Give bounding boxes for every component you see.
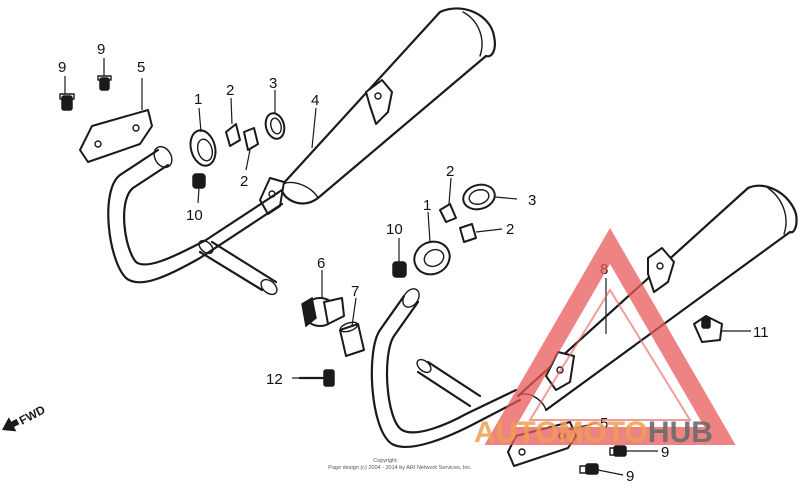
- upper-exhaust-pipe: [107, 145, 284, 296]
- callout-mid-collar-2b: 2: [506, 221, 514, 238]
- callout-mid-nut-10: 10: [386, 221, 403, 238]
- callout-top-joint-3: 3: [269, 75, 277, 92]
- callout-lines: [64, 58, 751, 476]
- upper-collar-2b: [243, 127, 259, 151]
- upper-heat-guard: [79, 109, 153, 163]
- upper-collar-2a: [225, 123, 241, 147]
- callout-top-heat-guard: 5: [137, 59, 145, 76]
- mid-collar-2a: [439, 203, 457, 223]
- copyright-line-1: Copyright: [373, 458, 397, 464]
- callout-top-collar-2a: 2: [226, 82, 234, 99]
- exhaust-band-6: [301, 296, 345, 328]
- mid-joint-3: [462, 183, 496, 211]
- callout-top-gasket-1: 1: [194, 91, 202, 108]
- lower-muffler: [516, 184, 798, 412]
- lower-exhaust-pipe: [370, 288, 522, 449]
- automotohub-watermark: AUTOMOTOHUB: [474, 228, 736, 449]
- fwd-indicator: FWD: [2, 402, 48, 432]
- callout-numbers: 9 9 5 1 2 2 3 4 10 2 3 1 2 10 6 7 8 12 1…: [58, 41, 769, 485]
- callout-mid-gasket-1: 1: [423, 197, 431, 214]
- copyright-line-2: Page design (c) 2004 - 2014 by ARI Netwo…: [328, 465, 472, 471]
- callout-top-left-bolt: 9: [58, 59, 66, 76]
- mid-gasket-1: [413, 240, 451, 276]
- callout-mid-joint-3: 3: [528, 192, 536, 209]
- watermark-text-automoto: AUTOMOTO: [474, 416, 648, 449]
- callout-gasket-7: 7: [351, 283, 359, 300]
- fwd-arrow-icon: [2, 417, 20, 432]
- callout-band-6: 6: [317, 255, 325, 272]
- upper-bolt-9a: [59, 93, 75, 111]
- bracket-11: [693, 315, 723, 343]
- upper-muffler: [259, 7, 496, 215]
- callout-bottom-heat-guard: 5: [600, 415, 608, 432]
- watermark-text-hub: HUB: [648, 416, 713, 449]
- fwd-label: FWD: [17, 402, 48, 427]
- mid-nut-10: [392, 261, 407, 278]
- callout-bottom-bolt-b: 9: [626, 468, 634, 485]
- callout-bolt-12: 12: [266, 371, 283, 388]
- upper-bolt-9b: [97, 75, 112, 91]
- callout-top-nut-10: 10: [186, 207, 203, 224]
- upper-gasket-1: [189, 129, 217, 167]
- callout-bottom-bolt-a: 9: [661, 444, 669, 461]
- callout-bracket-11: 11: [753, 324, 769, 341]
- callout-top-muffler-4: 4: [311, 92, 319, 109]
- upper-nut-10: [192, 173, 206, 189]
- bolt-12: [298, 369, 335, 387]
- upper-joint-3: [264, 112, 286, 140]
- lower-bolt-9b: [579, 463, 599, 475]
- callout-top-left-bolt-2: 9: [97, 41, 105, 58]
- callout-mid-collar-2a: 2: [446, 163, 454, 180]
- callout-top-collar-2b: 2: [240, 173, 248, 190]
- lower-bolt-9a: [609, 445, 627, 457]
- svg-text:AUTOMOTOHUB: AUTOMOTOHUB: [474, 416, 713, 449]
- watermark-triangle-icon: [484, 228, 736, 445]
- mid-collar-2b: [459, 223, 477, 243]
